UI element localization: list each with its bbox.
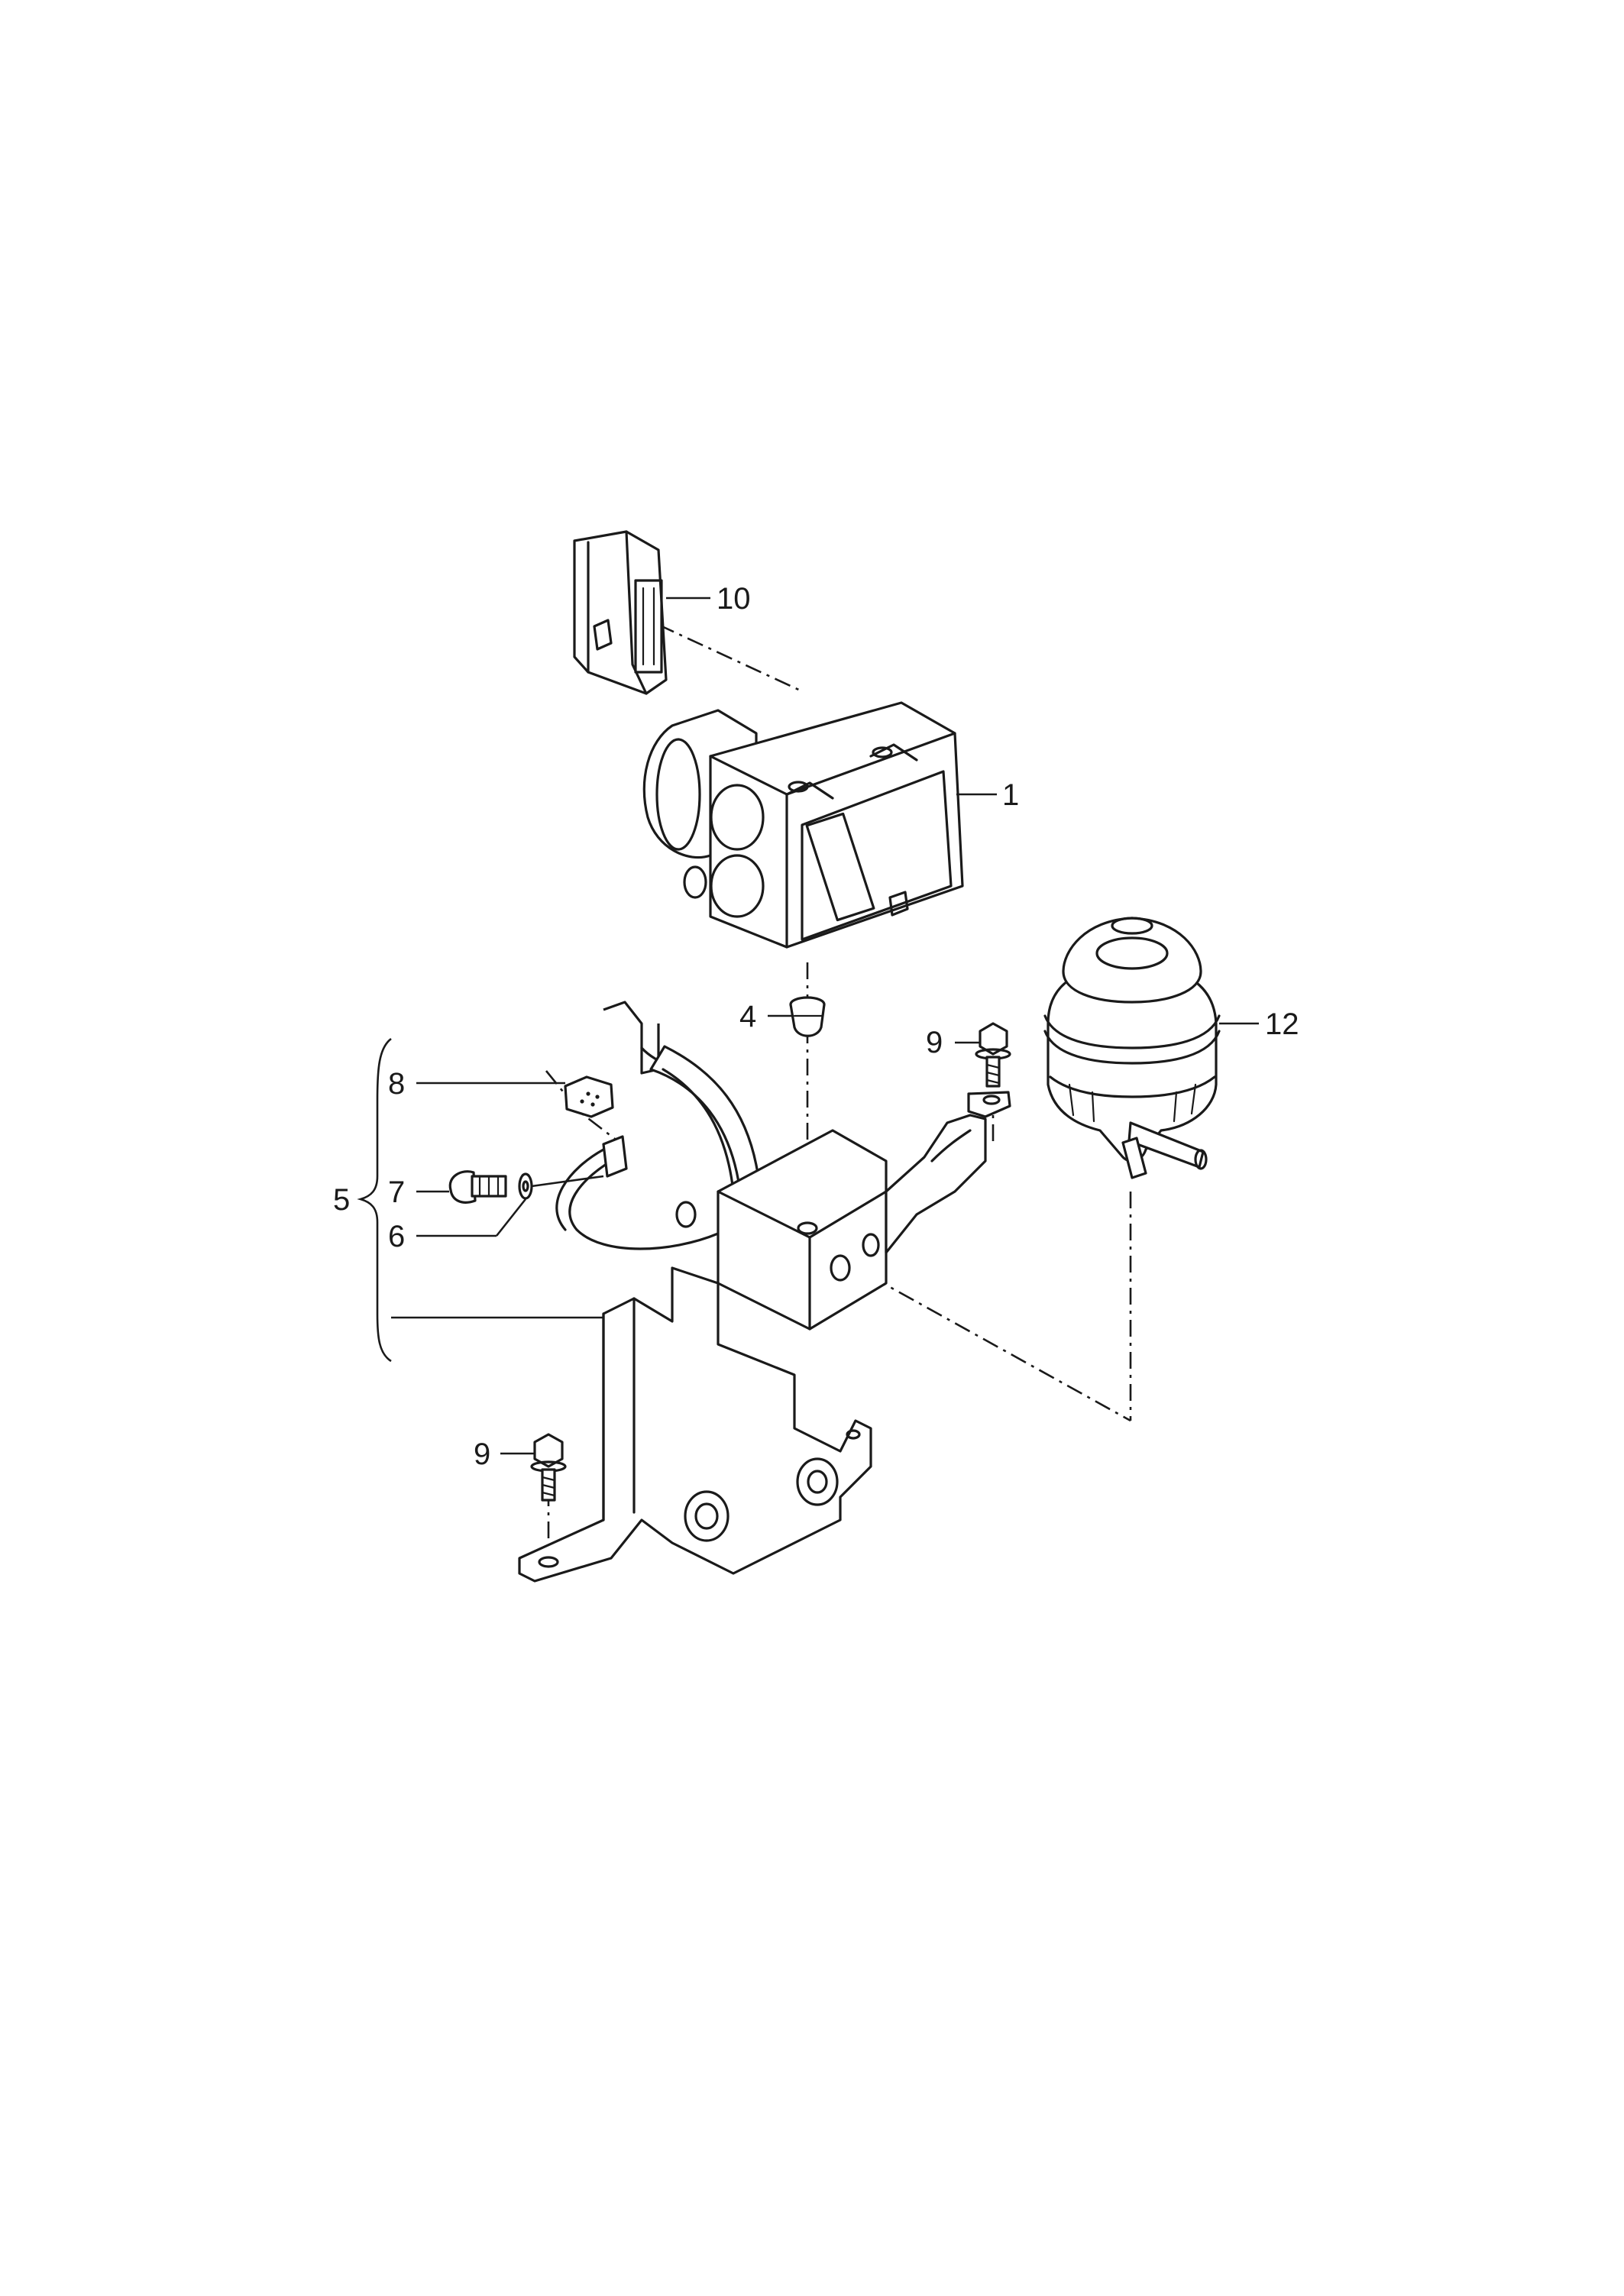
washer-part-6 <box>518 1172 533 1200</box>
callout-10: 10 <box>717 582 751 616</box>
callout-9-upper: 9 <box>926 1026 943 1059</box>
callout-7: 7 <box>388 1175 405 1209</box>
reservoir-part-12 <box>1043 917 1221 1179</box>
abs-unit-part-1 <box>642 701 964 949</box>
callout-6: 6 <box>388 1220 405 1253</box>
leader-lines <box>357 597 1259 1455</box>
callout-1: 1 <box>1002 778 1019 812</box>
connector-part-10 <box>573 530 668 695</box>
grommet-part-4 <box>789 996 826 1037</box>
nut-part-8 <box>564 1075 614 1118</box>
callout-8: 8 <box>388 1067 405 1101</box>
bolt-part-9-lower <box>530 1433 567 1502</box>
callout-12: 12 <box>1265 1007 1299 1041</box>
callout-labels: 10 1 4 9 12 8 5 7 6 9 <box>333 582 1299 1471</box>
callout-5: 5 <box>333 1183 350 1217</box>
callout-9-lower: 9 <box>474 1437 490 1471</box>
bracket-part-5 <box>518 1001 1011 1583</box>
callout-4: 4 <box>739 1000 756 1033</box>
screw-part-7 <box>448 1170 507 1204</box>
bolt-part-9-upper <box>975 1022 1011 1088</box>
